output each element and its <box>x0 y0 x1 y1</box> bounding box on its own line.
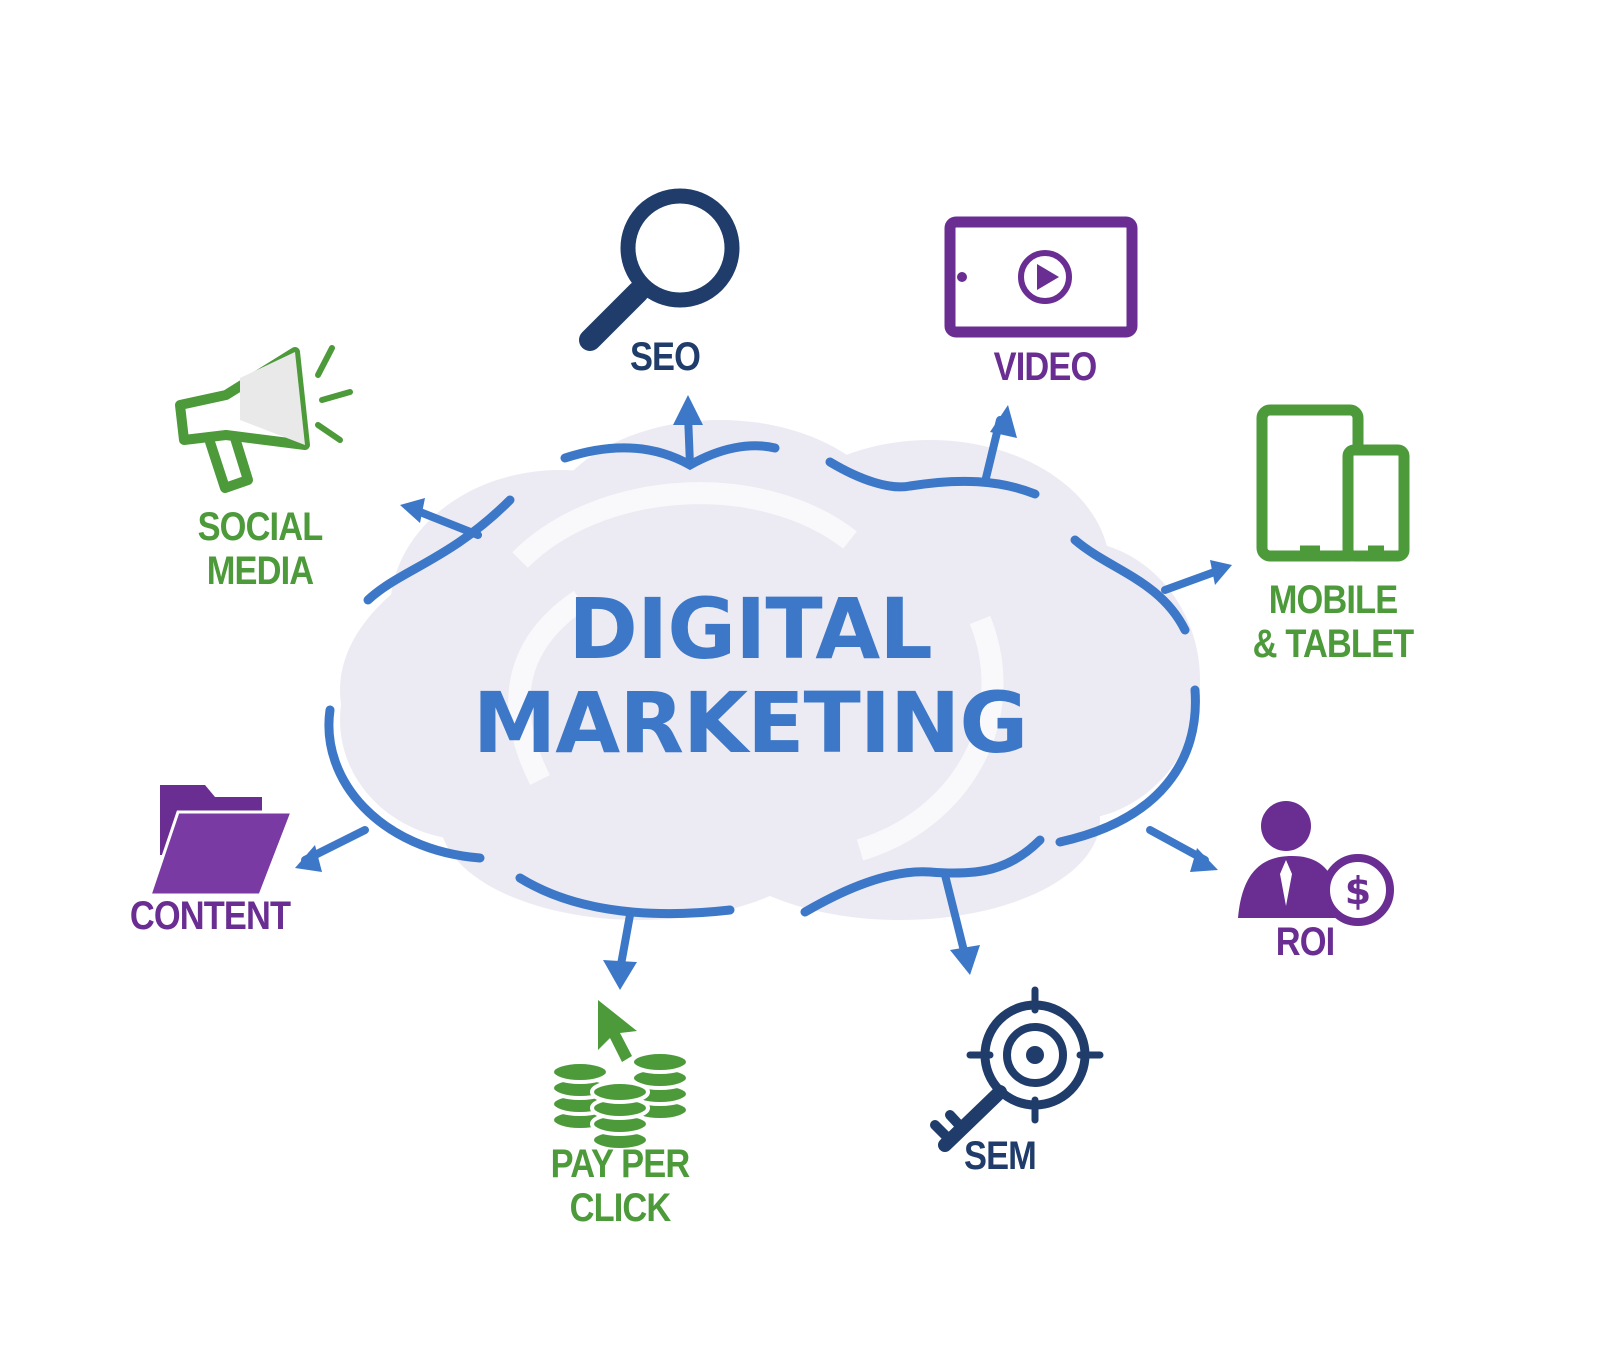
label-pay-per-click: PAY PER CLICK <box>550 1142 691 1230</box>
video-tablet-icon <box>944 216 1138 338</box>
label-mobile-tablet: MOBILE & TABLET <box>1252 578 1415 666</box>
coins-cursor-icon <box>550 1000 690 1152</box>
arrow-mobile <box>1161 566 1224 594</box>
cloud-swirl <box>508 482 1004 861</box>
arrowhead-mobile <box>1210 560 1232 585</box>
arrow-heads <box>295 395 1232 990</box>
center-title-line2: MARKETING <box>472 674 1029 772</box>
center-title-line1: DIGITAL <box>568 580 933 678</box>
target-key-icon <box>930 986 1104 1152</box>
label-content: CONTENT <box>129 894 291 938</box>
megaphone-icon <box>175 345 353 493</box>
arrowhead-sem <box>950 945 980 975</box>
arrowhead-roi <box>1190 848 1218 872</box>
businessman-dollar-icon: $ <box>1238 801 1394 926</box>
magnifier-icon <box>579 188 740 351</box>
label-sem: SEM <box>964 1134 1037 1178</box>
arrowhead-video <box>990 405 1017 438</box>
label-video: VIDEO <box>993 345 1098 389</box>
arrowhead-content <box>295 845 322 872</box>
arrow-sem <box>941 871 969 959</box>
svg-text:$: $ <box>1345 869 1371 913</box>
arrowhead-seo <box>673 395 703 425</box>
arrowhead-ppc <box>603 960 637 990</box>
folder-icon <box>147 785 295 897</box>
cloud-background <box>340 420 1200 920</box>
label-roi: ROI <box>1275 920 1335 964</box>
arrow-social <box>411 506 482 539</box>
mobile-tablet-icon <box>1256 404 1410 562</box>
center-title: DIGITAL MARKETING <box>440 582 1060 770</box>
cloud-outline <box>324 441 1200 919</box>
label-social-media: SOCIAL MEDIA <box>197 505 324 593</box>
arrowhead-social <box>400 498 425 523</box>
label-seo: SEO <box>629 335 701 379</box>
arrow-ppc <box>616 911 634 974</box>
